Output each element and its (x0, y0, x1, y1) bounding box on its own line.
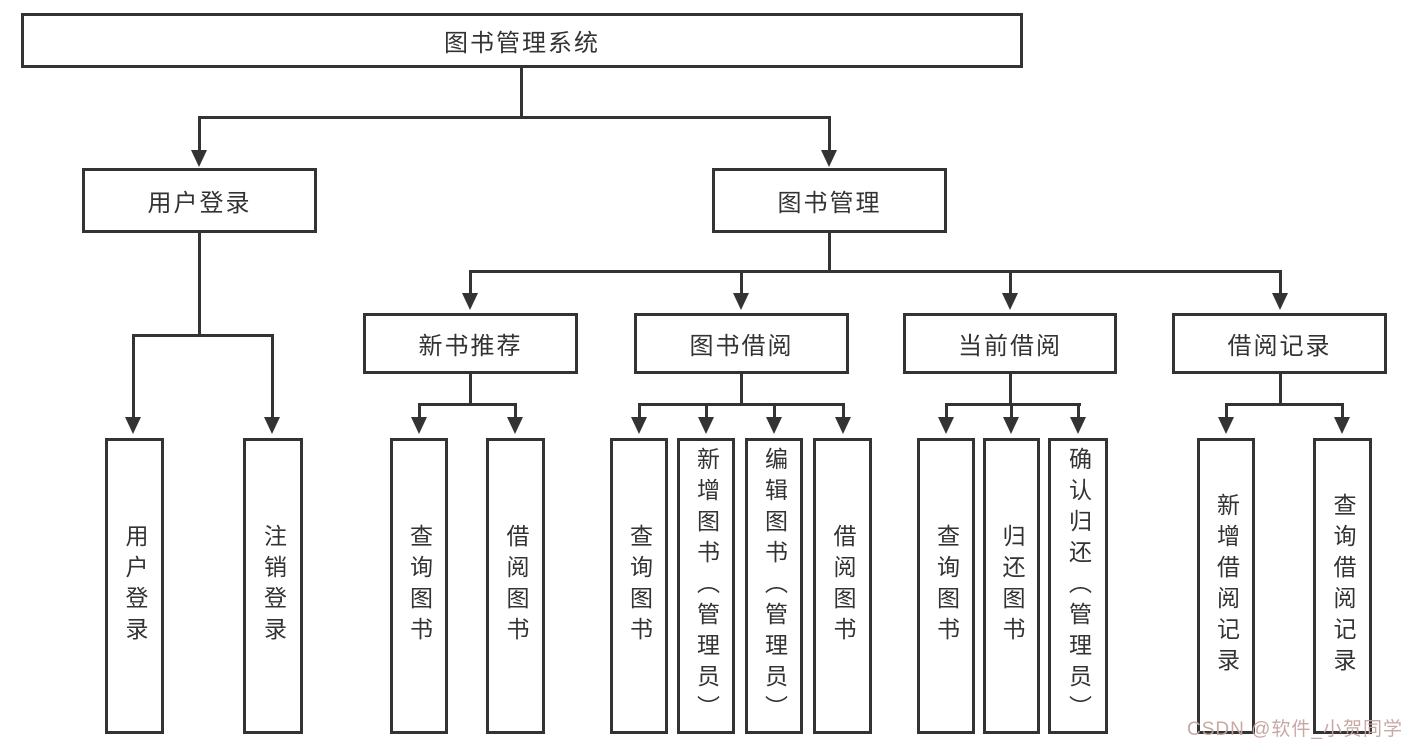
connector-cb-crossbar (945, 403, 1081, 406)
connector-root-to-book-management (828, 116, 831, 152)
node-book-borrowing: 图书借阅 (634, 313, 849, 374)
node-br-add-record: 新增借阅记录 (1197, 438, 1255, 734)
node-nbr-query-books: 查询图书 (390, 438, 448, 734)
connector-to-bb-edit (773, 403, 776, 419)
node-bb-add-book-admin-label: 新增图书（管理员） (693, 446, 720, 726)
connector-to-nbr-query (418, 403, 421, 419)
connector-to-logout-leaf (271, 334, 274, 419)
node-bb-edit-book-admin-label: 编辑图书（管理员） (761, 446, 788, 726)
connector-to-br-query (1341, 403, 1344, 419)
node-cb-return-books-label: 归还图书 (999, 524, 1025, 648)
connector-to-bb-query (638, 403, 641, 419)
connector-root-stem (520, 68, 523, 118)
node-nbr-borrow-books: 借阅图书 (486, 438, 545, 734)
connector-to-cb-return (1010, 403, 1013, 419)
node-logout-leaf: 注销登录 (243, 438, 303, 734)
node-book-management: 图书管理 (712, 168, 947, 233)
connector-to-bb-add (705, 403, 708, 419)
arrowhead-cb-confirm (1070, 417, 1086, 434)
node-bb-borrow-books: 借阅图书 (813, 438, 872, 734)
connector-to-book-borrowing (740, 270, 743, 295)
connector-book-management-stem (828, 233, 831, 273)
node-user-login-leaf-label: 用户登录 (122, 524, 148, 648)
arrowhead-user-login (191, 150, 207, 167)
node-logout-leaf-label: 注销登录 (260, 524, 287, 648)
node-bb-query-books-label: 查询图书 (626, 524, 653, 648)
node-cb-return-books: 归还图书 (983, 438, 1040, 734)
node-bb-borrow-books-label: 借阅图书 (830, 524, 856, 648)
arrowhead-current-borrowing (1002, 293, 1018, 310)
connector-to-current-borrowing (1009, 270, 1012, 295)
node-new-book-recommend: 新书推荐 (363, 313, 578, 374)
connector-to-cb-query (945, 403, 948, 419)
node-bb-add-book-admin: 新增图书（管理员） (677, 438, 735, 734)
node-book-management-label: 图书管理 (777, 190, 882, 217)
connector-nbr-crossbar (418, 403, 517, 406)
connector-to-borrowing-records (1279, 270, 1282, 295)
node-user-login-label: 用户登录 (147, 190, 252, 217)
connector-root-crossbar (198, 116, 831, 119)
arrowhead-nbr-borrow (507, 417, 523, 434)
node-br-query-record-label: 查询借阅记录 (1330, 493, 1356, 679)
node-root-label: 图书管理系统 (444, 30, 600, 57)
connector-to-br-add (1225, 403, 1228, 419)
node-cb-confirm-return-admin: 确认归还（管理员） (1048, 438, 1108, 734)
node-current-borrowing: 当前借阅 (903, 313, 1117, 374)
node-bb-query-books: 查询图书 (610, 438, 668, 734)
connector-br-stem (1279, 374, 1282, 406)
arrowhead-nbr-query (411, 417, 427, 434)
connector-to-new-book-recommend (469, 270, 472, 295)
connector-nbr-stem (469, 374, 472, 406)
connector-to-bb-borrow (842, 403, 845, 419)
arrowhead-borrowing-records (1272, 293, 1288, 310)
arrowhead-logout-leaf (264, 417, 280, 434)
node-user-login: 用户登录 (82, 168, 317, 233)
node-current-borrowing-label: 当前借阅 (958, 333, 1062, 360)
connector-book-management-crossbar (469, 270, 1282, 273)
node-cb-query-books: 查询图书 (917, 438, 975, 734)
connector-user-login-stem (198, 233, 201, 337)
node-new-book-recommend-label: 新书推荐 (418, 333, 523, 360)
connector-cb-stem (1009, 374, 1012, 406)
node-bb-edit-book-admin: 编辑图书（管理员） (745, 438, 803, 734)
arrowhead-bb-add (698, 417, 714, 434)
connector-bb-stem (740, 374, 743, 406)
arrowhead-br-add (1218, 417, 1234, 434)
arrowhead-bb-query (631, 417, 647, 434)
node-book-borrowing-label: 图书借阅 (689, 333, 794, 360)
node-cb-query-books-label: 查询图书 (933, 524, 960, 648)
node-nbr-query-books-label: 查询图书 (406, 524, 433, 648)
node-nbr-borrow-books-label: 借阅图书 (503, 524, 529, 648)
connector-root-to-user-login (198, 116, 201, 152)
arrowhead-user-login-leaf (125, 417, 141, 434)
arrowhead-bb-borrow (835, 417, 851, 434)
arrowhead-book-management (821, 150, 837, 167)
connector-to-nbr-borrow (514, 403, 517, 419)
node-borrowing-records-label: 借阅记录 (1227, 333, 1332, 360)
node-root: 图书管理系统 (21, 13, 1023, 68)
csdn-watermark: CSDN @软件_小贺同学 (1187, 719, 1403, 740)
arrowhead-new-book-recommend (462, 293, 478, 310)
arrowhead-cb-return (1003, 417, 1019, 434)
node-cb-confirm-return-admin-label: 确认归还（管理员） (1065, 446, 1092, 726)
connector-user-login-crossbar (132, 334, 274, 337)
node-br-add-record-label: 新增借阅记录 (1213, 493, 1240, 679)
arrowhead-br-query (1334, 417, 1350, 434)
arrowhead-cb-query (938, 417, 954, 434)
node-borrowing-records: 借阅记录 (1172, 313, 1387, 374)
connector-to-cb-confirm (1077, 403, 1080, 419)
connector-br-crossbar (1225, 403, 1344, 406)
arrowhead-book-borrowing (733, 293, 749, 310)
node-br-query-record: 查询借阅记录 (1313, 438, 1372, 734)
node-user-login-leaf: 用户登录 (105, 438, 164, 734)
connector-to-user-login-leaf (132, 334, 135, 419)
arrowhead-bb-edit (766, 417, 782, 434)
connector-bb-crossbar (638, 403, 845, 406)
